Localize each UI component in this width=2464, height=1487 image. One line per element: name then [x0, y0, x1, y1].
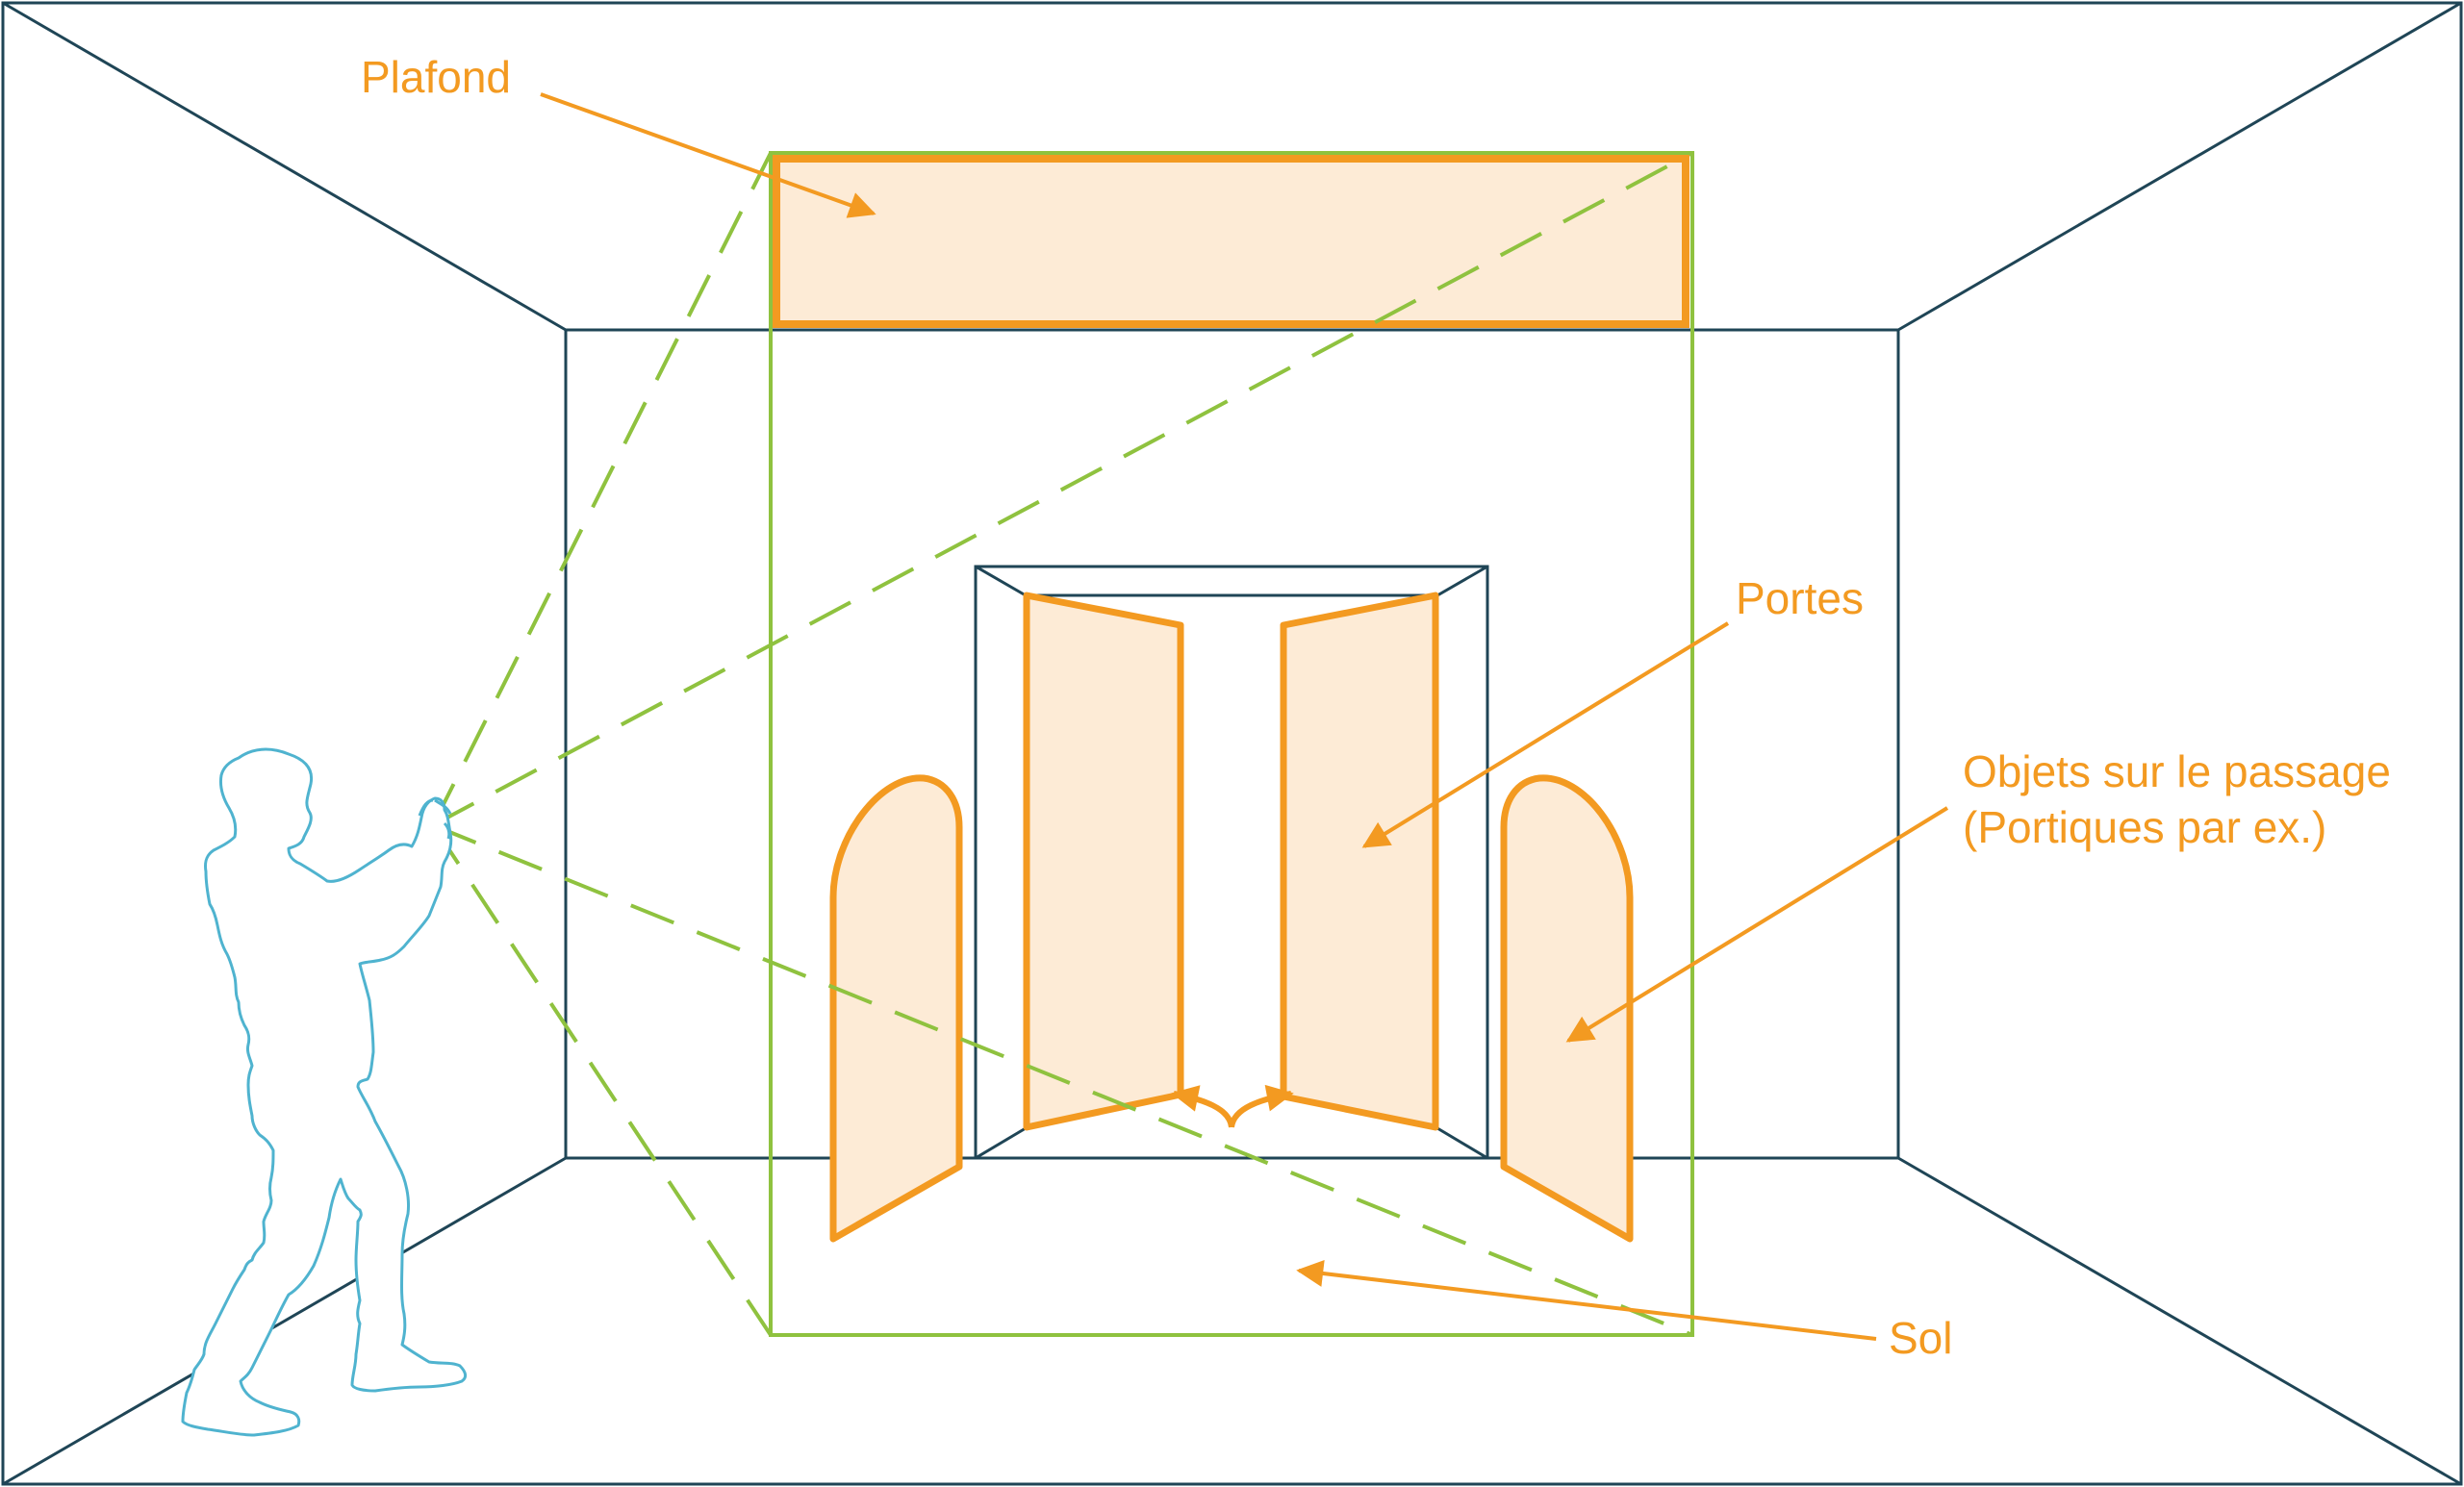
- edge-bottom-left: [2, 1156, 567, 1486]
- label-floor: Sol: [1889, 1313, 1952, 1363]
- label-objects-line1: Objets sur le passage: [1963, 746, 2391, 796]
- door-leaf-right: [1280, 592, 1439, 1131]
- callout-arrow-doors: [1361, 621, 1730, 848]
- door-swing-arrow-left: [1171, 1085, 1234, 1128]
- person-phone-hand: [418, 798, 452, 840]
- door-opening-arrows: [1171, 1084, 1294, 1128]
- door-frame: [974, 565, 1489, 1160]
- door-inner-recess: [975, 565, 1488, 597]
- sight-line-bottom-left: [431, 823, 773, 1337]
- back-wall: [564, 328, 1900, 1160]
- sight-line-top-left: [431, 152, 773, 826]
- edge-top-left: [2, 1, 567, 332]
- callout-arrow-objects: [1565, 806, 1949, 1043]
- door-inner-right-bottom: [1436, 1126, 1488, 1160]
- label-ceiling: Plafond: [361, 52, 511, 102]
- sight-line-top-right: [432, 151, 1693, 827]
- door-leaf-left: [1023, 592, 1184, 1131]
- callout-arrow-floor: [1296, 1260, 1877, 1341]
- edge-top-right: [1897, 1, 2462, 332]
- edge-bottom-right: [1897, 1156, 2462, 1486]
- door-swing-arrow-right: [1229, 1084, 1294, 1128]
- gate-left: [829, 774, 963, 1243]
- camera-frustum: [431, 151, 1694, 1337]
- label-objects-line2: (Portiques par ex.): [1963, 802, 2326, 852]
- door-opening: [974, 565, 1489, 1160]
- person-icon: [181, 747, 468, 1437]
- label-doors: Portes: [1736, 573, 1864, 623]
- callout-arrows: [540, 92, 1949, 1341]
- sight-line-bottom-right: [432, 823, 1693, 1337]
- ceiling-zone: [773, 155, 1689, 328]
- gate-right: [1500, 774, 1634, 1243]
- callout-arrow-ceiling: [540, 92, 876, 218]
- door-inner-left-bottom: [975, 1126, 1027, 1160]
